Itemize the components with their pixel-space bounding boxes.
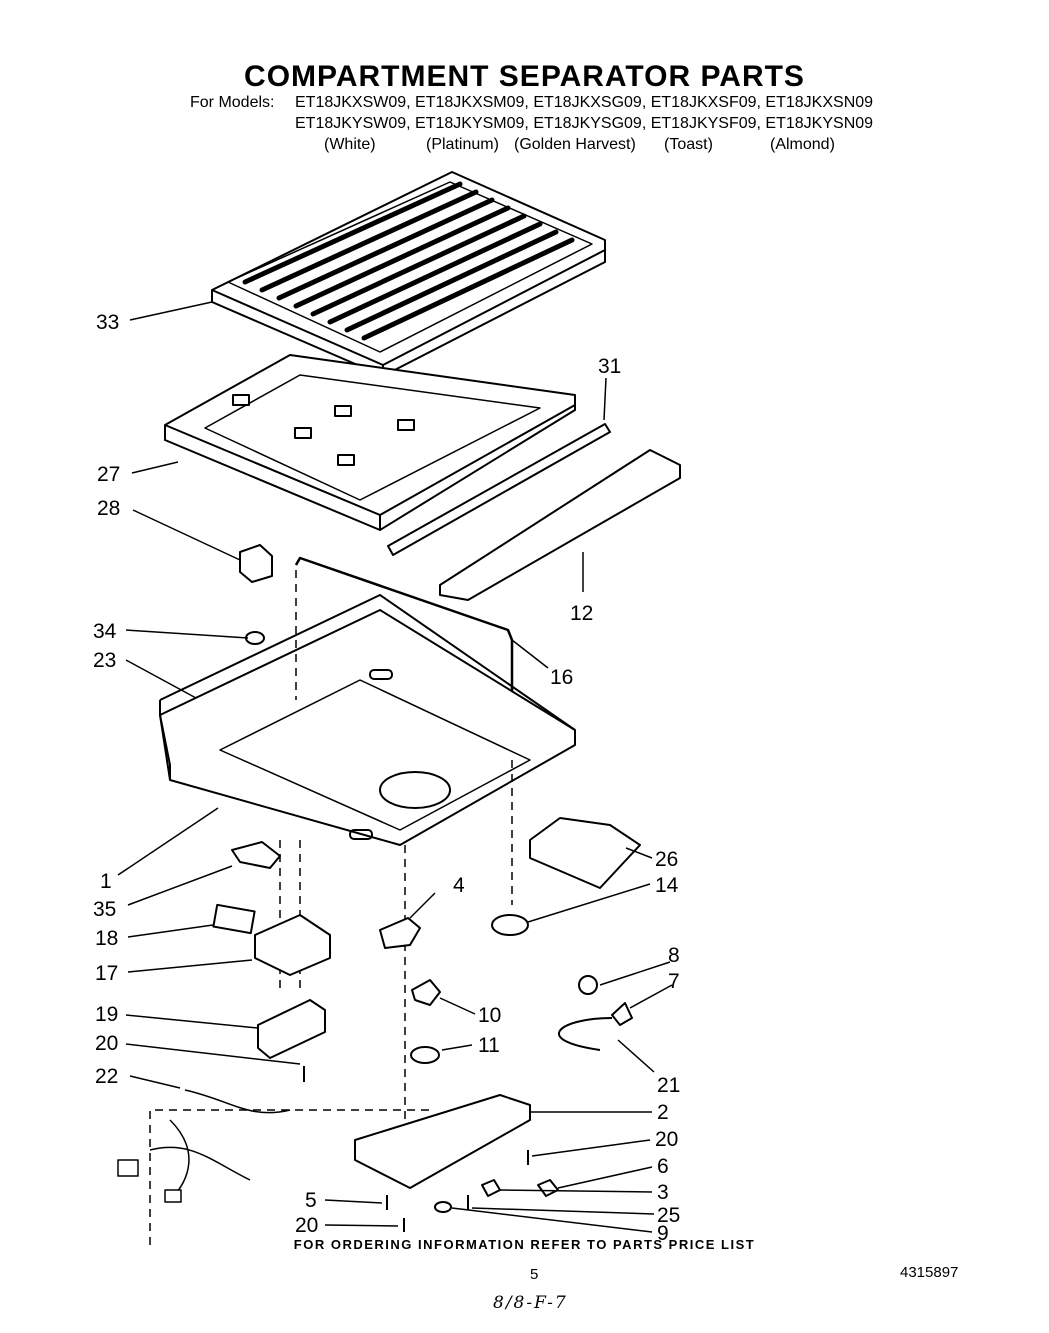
clip-part-35 <box>231 841 281 869</box>
color-toast: (Toast) <box>664 136 713 153</box>
strip-part-31 <box>387 423 611 556</box>
separator-part-1 <box>159 594 576 846</box>
callout-11: 11 <box>478 1034 500 1057</box>
bracket-part-4 <box>379 917 421 949</box>
grille-part-33 <box>211 171 606 377</box>
grille-part-18 <box>212 903 256 935</box>
callout-18: 18 <box>95 927 118 950</box>
page-title: COMPARTMENT SEPARATOR PARTS <box>244 60 805 93</box>
switch-part-10 <box>411 979 441 1006</box>
base-part-2 <box>354 1094 531 1189</box>
callout-20-c: 20 <box>295 1214 318 1237</box>
cap-part-9 <box>434 1201 452 1213</box>
color-almond: (Almond) <box>770 136 835 153</box>
callout-23: 23 <box>93 649 116 672</box>
connector-part-3 <box>481 1179 501 1197</box>
callout-5: 5 <box>305 1189 317 1212</box>
model-row-1: ET18JKXSW09, ET18JKXSM09, ET18JKXSG09, E… <box>295 94 874 111</box>
callout-12: 12 <box>570 602 593 625</box>
handwritten-note: 8/8-F-7 <box>493 1293 568 1313</box>
document-number: 4315897 <box>900 1264 959 1281</box>
callout-9: 9 <box>657 1222 669 1245</box>
callout-35: 35 <box>93 898 116 921</box>
block-part-28 <box>239 544 273 583</box>
channel-part-12 <box>439 449 681 601</box>
callout-7: 7 <box>668 970 680 993</box>
page-number: 5 <box>530 1266 539 1283</box>
color-golden-harvest: (Golden Harvest) <box>514 136 636 153</box>
callout-34: 34 <box>93 620 117 643</box>
callout-22: 22 <box>95 1065 118 1088</box>
grommet-part-34 <box>245 631 265 645</box>
bulb-part-8 <box>578 975 598 995</box>
callout-20-b: 20 <box>655 1128 678 1151</box>
callout-20: 20 <box>95 1032 118 1055</box>
fan-part-14 <box>491 914 529 936</box>
callout-33: 33 <box>96 311 119 334</box>
model-row-2: ET18JKYSW09, ET18JKYSM09, ET18JKYSG09, E… <box>295 115 874 132</box>
callout-numbers: 33 31 27 28 12 34 23 16 1 26 35 4 14 18 … <box>93 311 680 1245</box>
wire-part-21 <box>558 1017 613 1051</box>
cap-part-11 <box>410 1046 440 1064</box>
tube-part-16 <box>294 556 514 760</box>
footer-note: FOR ORDERING INFORMATION REFER TO PARTS … <box>293 1237 756 1252</box>
callout-21: 21 <box>657 1074 680 1097</box>
callout-27: 27 <box>97 463 120 486</box>
callout-31: 31 <box>598 355 621 378</box>
control-part-19 <box>257 999 326 1059</box>
models-label: For Models: <box>190 94 275 111</box>
callout-6: 6 <box>657 1155 669 1178</box>
callout-3: 3 <box>657 1181 669 1204</box>
callout-10: 10 <box>478 1004 501 1027</box>
callout-4: 4 <box>453 874 465 897</box>
callout-16: 16 <box>550 666 573 689</box>
housing-part-17 <box>254 914 331 976</box>
harness-part-22 <box>117 1089 291 1203</box>
callout-26: 26 <box>655 848 678 871</box>
callout-2: 2 <box>657 1101 669 1124</box>
color-white: (White) <box>324 136 376 153</box>
color-platinum: (Platinum) <box>426 136 499 153</box>
frame-part-27 <box>164 354 576 531</box>
relay-part-6 <box>537 1179 559 1197</box>
callout-1: 1 <box>100 870 112 893</box>
callout-19: 19 <box>95 1003 118 1026</box>
callout-17: 17 <box>95 962 118 985</box>
callout-25: 25 <box>657 1204 680 1227</box>
baffle-part-26 <box>529 817 641 889</box>
callout-14: 14 <box>655 874 679 897</box>
callout-8: 8 <box>668 944 680 967</box>
callout-28: 28 <box>97 497 120 520</box>
socket-part-7 <box>611 1002 633 1026</box>
